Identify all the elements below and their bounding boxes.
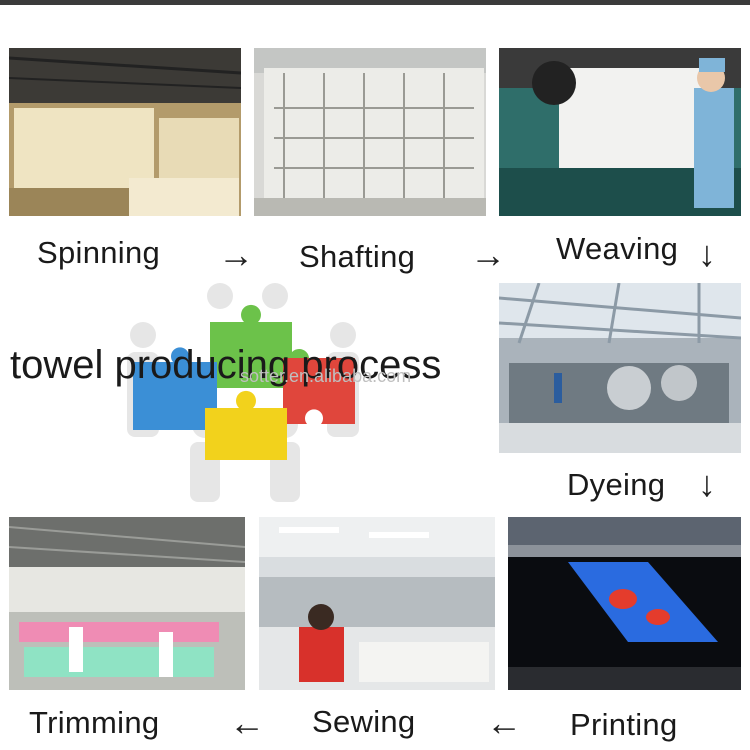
step-label-weaving: Weaving	[556, 231, 679, 266]
sewing-photo	[259, 517, 495, 690]
top-bar	[0, 0, 750, 5]
step-label-trimming: Trimming	[29, 705, 160, 740]
step-label-dyeing: Dyeing	[567, 467, 666, 502]
step-label-spinning: Spinning	[37, 235, 161, 270]
spinning-photo	[9, 48, 241, 216]
teamwork-puzzle-graphic	[115, 280, 385, 505]
arrow-right-icon: →	[470, 234, 506, 275]
arrow-down-icon: ↓	[698, 233, 716, 274]
step-label-shafting: Shafting	[299, 239, 416, 274]
weaving-photo	[499, 48, 741, 216]
step-label-sewing: Sewing	[312, 704, 416, 739]
watermark: sotter.en.alibaba.com	[240, 366, 412, 386]
shafting-photo	[254, 48, 486, 216]
diagram-title: towel producing process	[10, 343, 442, 387]
arrow-left-icon: ←	[486, 702, 522, 743]
trimming-photo	[9, 517, 245, 690]
printing-photo	[508, 517, 741, 690]
arrow-left-icon: ←	[229, 702, 265, 743]
arrow-right-icon: →	[218, 234, 254, 275]
arrow-down-icon: ↓	[698, 463, 716, 504]
dyeing-photo	[499, 283, 741, 453]
step-label-printing: Printing	[570, 707, 678, 742]
